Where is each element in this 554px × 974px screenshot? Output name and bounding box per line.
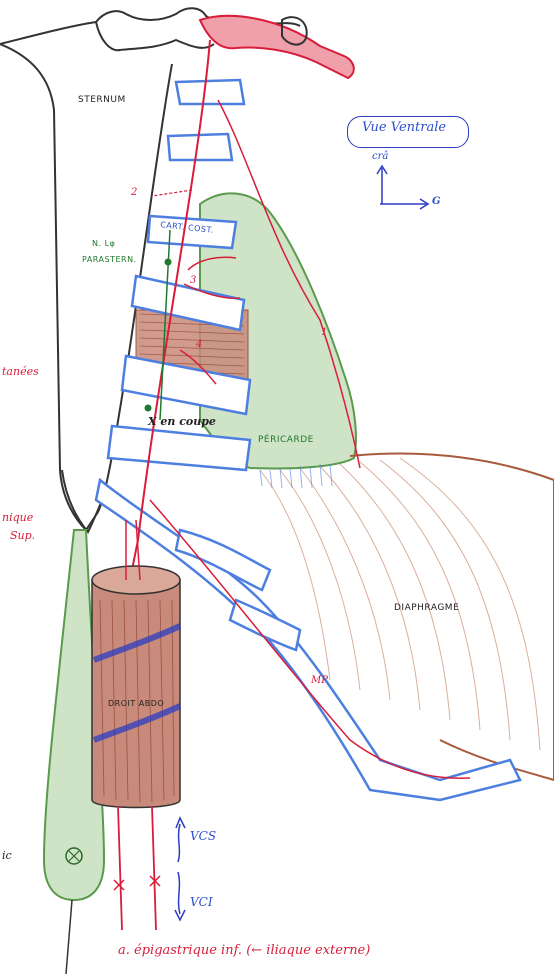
vci-label: VCI [190, 896, 213, 908]
diaphragme-label: DIAPHRAGME [394, 604, 459, 613]
cartilage-1 [176, 80, 244, 104]
axis-right-label: G [432, 197, 441, 207]
bottom-caption: a. épigastrique inf. (← iliaque externe) [118, 944, 370, 957]
view-title: Vue Ventrale [362, 121, 446, 134]
nerve-label-1: N. Lφ [92, 240, 115, 248]
branch-1-label: 1 [321, 328, 327, 338]
branch-2-label: 2 [131, 188, 137, 198]
droit-abdo-label: DROIT ABDO [108, 700, 164, 708]
vci-arrow [178, 872, 180, 914]
en-coupe-label: X en coupe [148, 416, 216, 427]
rectus-abdominis [92, 566, 180, 808]
mp-label: MP [311, 676, 328, 686]
lymph-node-1 [165, 259, 172, 266]
axis-up-label: crâ [372, 152, 388, 162]
branch-3-label: 3 [190, 276, 196, 286]
nerve-label-2: PARASTERN. [82, 256, 137, 264]
left-cut-label-2: nique [2, 512, 33, 523]
sternum-label: STERNUM [78, 96, 126, 105]
left-cut-label-3: Sup. [10, 530, 35, 541]
left-cut-label-1: tanées [2, 366, 39, 377]
manubrium-outline [96, 22, 214, 50]
pericarde-label: PÉRICARDE [258, 436, 314, 445]
branch-4-label: 4 [196, 340, 202, 350]
subclavian-artery [200, 16, 354, 78]
inf-epigastric-artery-2 [152, 806, 156, 930]
inf-epigastric-artery-1 [118, 806, 122, 930]
left-cut-label-4: ic [2, 850, 12, 861]
artery-branch-2 [152, 190, 192, 196]
cartilage-2 [168, 134, 232, 160]
vcs-arrow [178, 824, 180, 862]
vcs-label: VCS [190, 830, 216, 842]
linea-alba-tail [66, 900, 72, 974]
lymph-node-2 [145, 405, 152, 412]
